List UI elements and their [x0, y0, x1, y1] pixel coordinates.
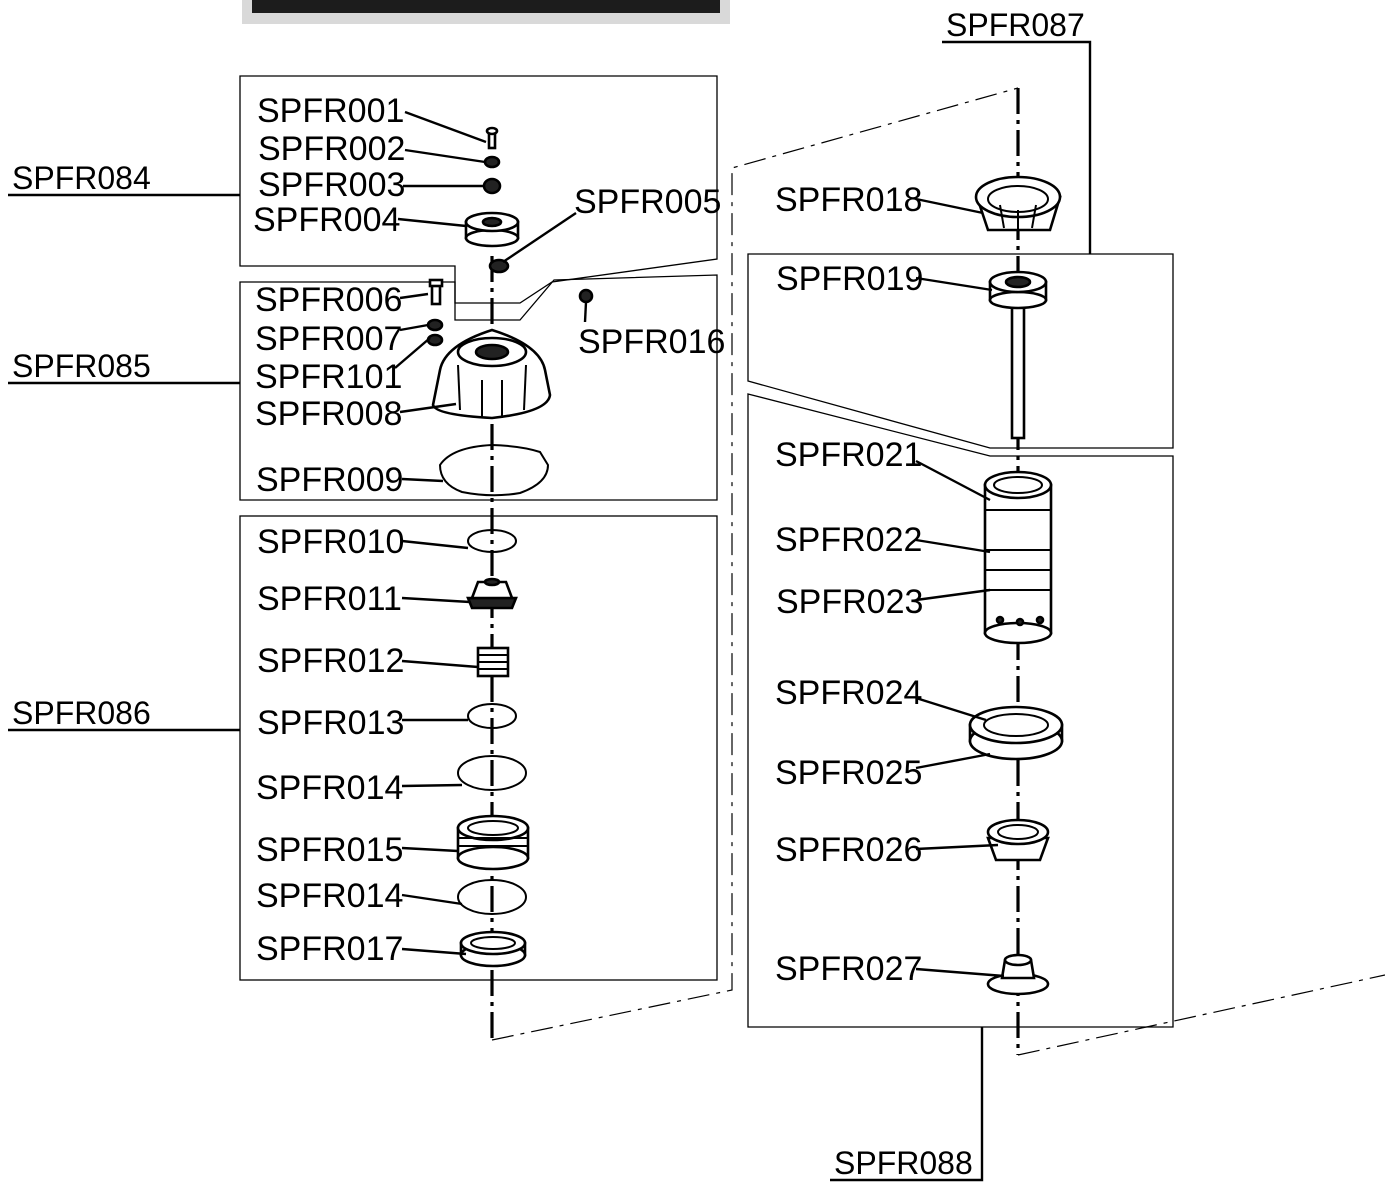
part-spfr017-ring — [459, 930, 527, 968]
group-label-spfr085: SPFR085 — [12, 348, 151, 384]
part-label-spfr012: SPFR012 — [257, 642, 404, 680]
leader-lines — [394, 110, 1005, 978]
part-spfr001-screw — [485, 126, 499, 150]
part-label-spfr022: SPFR022 — [775, 521, 922, 559]
part-label-spfr021: SPFR021 — [775, 436, 922, 474]
group-label-spfr088: SPFR088 — [834, 1145, 973, 1181]
part-label-spfr015: SPFR015 — [256, 831, 403, 869]
part-spfr008-pump-head — [431, 328, 552, 420]
group-label-spfr084: SPFR084 — [12, 160, 151, 196]
group-box-spfr084 — [239, 75, 718, 304]
part-label-spfr016: SPFR016 — [578, 323, 725, 361]
part-spfr027-valve — [986, 953, 1050, 996]
part-label-spfr009: SPFR009 — [256, 461, 403, 499]
part-label-spfr011: SPFR011 — [257, 580, 402, 618]
part-label-spfr025: SPFR025 — [775, 754, 922, 792]
part-spfr010-oring — [467, 529, 517, 553]
part-spfr004-bearing — [464, 211, 520, 248]
part-spfr101-washer — [426, 333, 444, 347]
part-label-spfr018: SPFR018 — [775, 181, 922, 219]
part-spfr007-washer — [426, 318, 444, 332]
group-box-spfr085 — [239, 274, 718, 501]
group-box-spfr088 — [747, 393, 1174, 1028]
part-label-spfr005: SPFR005 — [574, 183, 721, 221]
part-label-spfr101: SPFR101 — [255, 358, 402, 396]
part-spfr011-nut — [466, 577, 518, 610]
part-spfr014-oring-lower — [457, 879, 527, 915]
part-spfr014-oring-upper — [457, 755, 527, 791]
part-label-spfr019: SPFR019 — [776, 260, 923, 298]
part-label-spfr014-upper: SPFR014 — [256, 769, 403, 807]
group-leaders — [8, 40, 1092, 1182]
part-label-spfr014-lower: SPFR014 — [256, 877, 403, 915]
title-banner — [242, 0, 730, 24]
part-spfr024-seal-ring — [968, 705, 1064, 761]
part-spfr016-pin — [578, 288, 594, 304]
part-label-spfr002: SPFR002 — [258, 130, 405, 168]
group-box-spfr086 — [239, 515, 718, 981]
part-label-spfr006: SPFR006 — [255, 281, 402, 319]
part-label-spfr023: SPFR023 — [776, 583, 923, 621]
part-spfr026-valve-seat — [986, 818, 1050, 862]
part-spfr009-gasket — [438, 443, 550, 497]
part-spfr019-piston — [988, 270, 1048, 440]
part-spfr006-bolt — [428, 278, 444, 306]
group-label-spfr086: SPFR086 — [12, 695, 151, 731]
group-label-spfr087: SPFR087 — [946, 7, 1085, 43]
part-label-spfr003: SPFR003 — [258, 166, 405, 204]
part-spfr012-spring — [476, 646, 510, 678]
connection-dashes — [491, 87, 1385, 1056]
part-label-spfr027: SPFR027 — [775, 950, 922, 988]
part-spfr002-washer — [483, 155, 501, 169]
part-spfr015-packing — [456, 814, 530, 871]
part-label-spfr001: SPFR001 — [257, 92, 404, 130]
part-label-spfr024: SPFR024 — [775, 674, 922, 712]
part-spfr003-nut — [482, 177, 502, 195]
part-label-spfr008: SPFR008 — [255, 395, 402, 433]
part-spfr005-seal — [488, 258, 510, 274]
part-label-spfr013: SPFR013 — [257, 704, 404, 742]
part-label-spfr004: SPFR004 — [253, 201, 400, 239]
part-label-spfr010: SPFR010 — [257, 523, 404, 561]
part-spfr013-oring — [467, 703, 517, 729]
part-spfr018-cup — [974, 175, 1062, 232]
part-label-spfr026: SPFR026 — [775, 831, 922, 869]
part-label-spfr007: SPFR007 — [255, 320, 402, 358]
part-spfr021-cylinder — [983, 470, 1053, 645]
group-box-spfr087 — [747, 253, 1174, 449]
part-label-spfr017: SPFR017 — [256, 930, 403, 968]
